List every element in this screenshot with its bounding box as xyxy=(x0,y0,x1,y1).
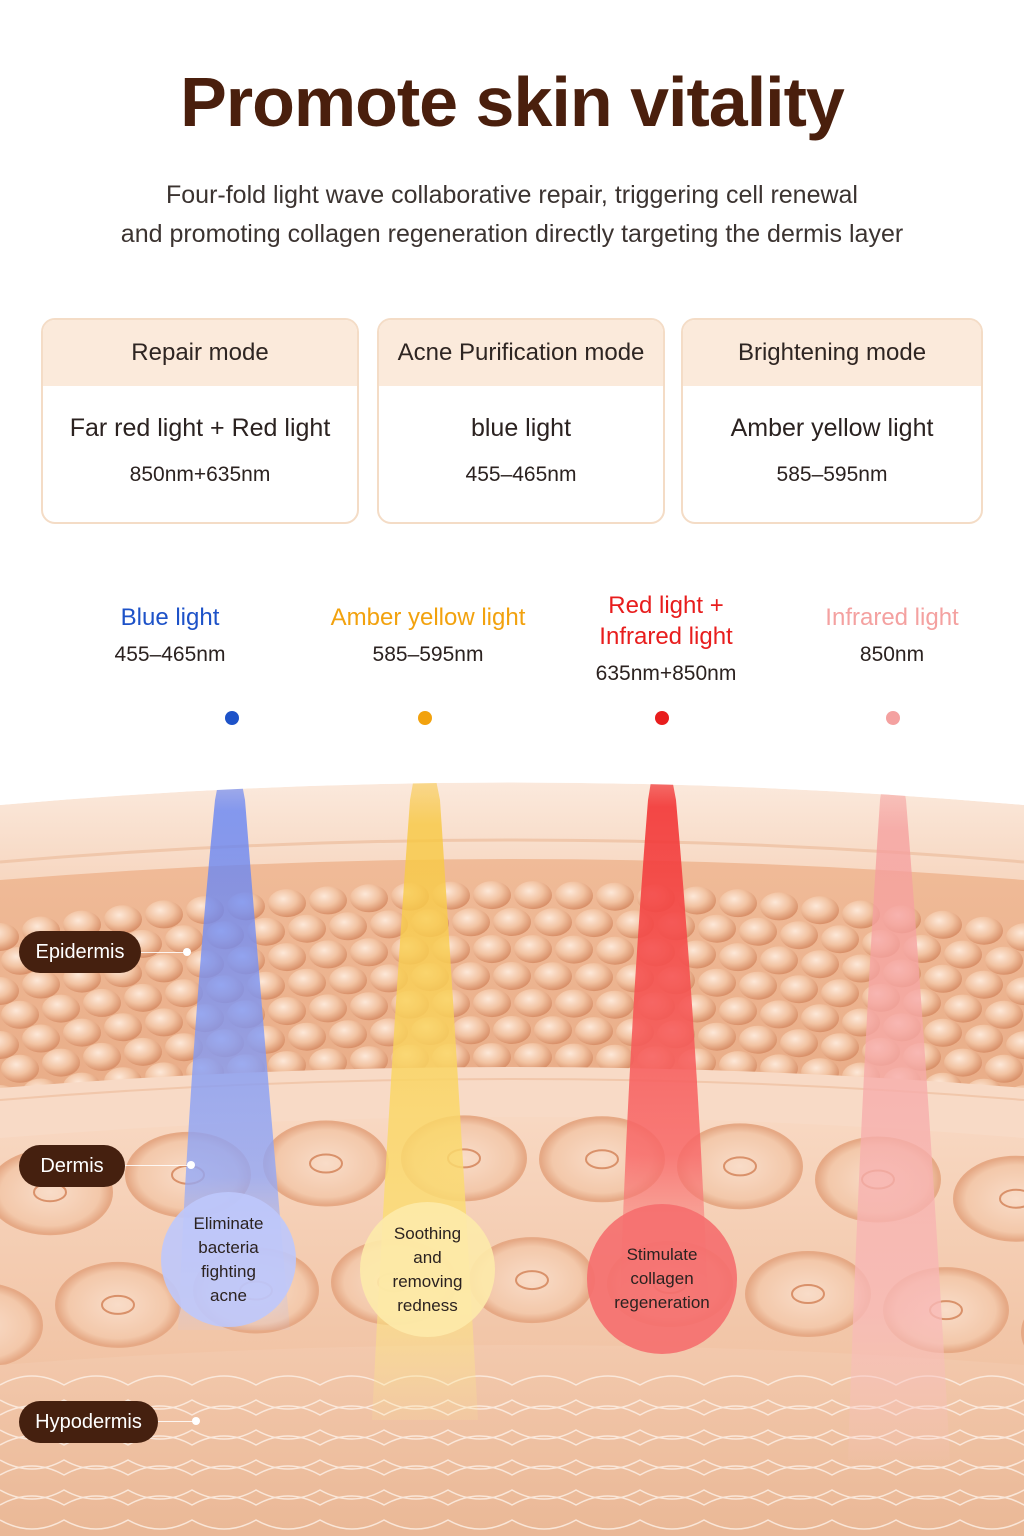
light-name: Infrared light xyxy=(825,604,959,631)
dermis-connector-line xyxy=(125,1165,188,1166)
light-name-line-2: Infrared light xyxy=(599,623,733,650)
page-title: Promote skin vitality xyxy=(180,63,845,141)
effect-circle-soothing: Soothing and removing redness xyxy=(360,1202,495,1337)
effect-text-line: removing xyxy=(392,1271,463,1291)
hypodermis-connector-line xyxy=(158,1421,194,1422)
light-wavelength: 455–465nm xyxy=(114,643,226,666)
mode-card-brightening: Brightening mode Amber yellow light 585–… xyxy=(681,318,983,524)
epidermis-connector-dot xyxy=(183,948,191,956)
layer-tag-hypodermis: Hypodermis xyxy=(19,1401,158,1443)
effect-text-line: Soothing xyxy=(393,1223,462,1243)
light-wavelength: 585–595nm xyxy=(372,643,484,666)
light-name: Amber yellow light xyxy=(330,604,526,631)
light-name-line-1: Red light + xyxy=(608,592,724,619)
subtitle-line-2: and promoting collagen regeneration dire… xyxy=(120,220,904,248)
mode-card-title: Acne Purification mode xyxy=(379,320,663,386)
light-label-blue: Blue light 455–465nm xyxy=(40,602,300,667)
light-label-red-infrared: Red light + Infrared light 635nm+850nm xyxy=(536,590,796,686)
mode-card-light: Amber yellow light xyxy=(730,414,934,442)
effect-text-line: bacteria xyxy=(198,1237,259,1257)
epidermis-connector-line xyxy=(141,952,185,953)
effect-text-line: acne xyxy=(210,1285,247,1305)
mode-card-title: Repair mode xyxy=(43,320,357,386)
mode-card-wavelength: 850nm+635nm xyxy=(129,463,271,486)
mode-card-title: Brightening mode xyxy=(683,320,981,386)
layer-tag-epidermis: Epidermis xyxy=(19,931,141,973)
dermis-connector-dot xyxy=(187,1161,195,1169)
effect-text-line: and xyxy=(413,1247,442,1267)
light-name: Blue light xyxy=(120,604,220,631)
light-wavelength: 850nm xyxy=(859,643,925,666)
mode-card-light: blue light xyxy=(470,414,572,442)
effect-text-line: collagen xyxy=(630,1269,694,1288)
light-wavelength: 635nm+850nm xyxy=(595,662,737,685)
light-label-amber: Amber yellow light 585–595nm xyxy=(298,602,558,667)
mode-card-acne: Acne Purification mode blue light 455–46… xyxy=(377,318,665,524)
layer-tag-dermis: Dermis xyxy=(19,1145,125,1187)
effect-circle-collagen: Stimulate collagen regeneration xyxy=(587,1204,737,1354)
mode-card-light: Far red light + Red light xyxy=(69,414,331,442)
blue-light-source-dot xyxy=(225,711,239,725)
mode-card-repair: Repair mode Far red light + Red light 85… xyxy=(41,318,359,524)
effect-text-line: Stimulate xyxy=(626,1245,698,1264)
amber-light-source-dot xyxy=(418,711,432,725)
effect-text-line: fighting xyxy=(201,1261,256,1281)
subtitle-line-1: Four-fold light wave collaborative repai… xyxy=(165,181,858,209)
infrared-light-source-dot xyxy=(886,711,900,725)
mode-card-wavelength: 455–465nm xyxy=(465,463,577,486)
page-subtitle: Four-fold light wave collaborative repai… xyxy=(0,176,1024,254)
mode-card-wavelength: 585–595nm xyxy=(776,463,888,486)
effect-text-line: redness xyxy=(397,1295,458,1315)
effect-text-line: regeneration xyxy=(614,1293,710,1312)
effect-circle-acne: Eliminate bacteria fighting acne xyxy=(161,1192,296,1327)
effect-text-line: Eliminate xyxy=(193,1213,264,1233)
hypodermis-connector-dot xyxy=(192,1417,200,1425)
red-light-source-dot xyxy=(655,711,669,725)
light-label-infrared: Infrared light 850nm xyxy=(762,602,1022,667)
